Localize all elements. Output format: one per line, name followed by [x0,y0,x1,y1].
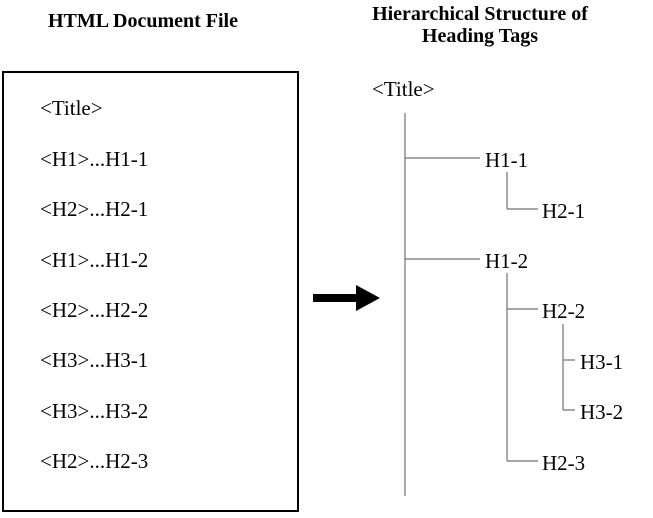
right-arrow-icon [313,285,380,311]
tree-node-h2-1: H2-1 [542,199,586,223]
doc-line-h2-1: <H2>...H2-1 [40,197,149,221]
tree-node-h3-2: H3-2 [580,400,624,424]
doc-line-h2-3: <H2>...H2-3 [40,449,149,473]
tree-node-h3-1: H3-1 [580,350,624,374]
tree-node-title: <Title> [372,77,435,101]
doc-line-title: <Title> [40,96,103,120]
tree-node-h2-3: H2-3 [542,451,586,475]
doc-line-h1-2: <H1>...H1-2 [40,248,149,272]
right-heading-line2: Heading Tags [421,25,539,47]
html-document-box: <Title> <H1>...H1-1 <H2>...H2-1 <H1>...H… [2,71,299,512]
tree-node-h1-2: H1-2 [485,249,529,273]
doc-line-h3-2: <H3>...H3-2 [40,399,149,423]
right-heading: Hierarchical Structure of Heading Tags [320,3,640,47]
right-heading-line1: Hierarchical Structure of [372,3,588,25]
tree-node-h2-2: H2-2 [542,299,586,323]
doc-line-h3-1: <H3>...H3-1 [40,348,149,372]
left-heading: HTML Document File [48,10,238,32]
doc-line-h2-2: <H2>...H2-2 [40,298,149,322]
tree-node-h1-1: H1-1 [485,148,529,172]
doc-line-h1-1: <H1>...H1-1 [40,147,149,171]
